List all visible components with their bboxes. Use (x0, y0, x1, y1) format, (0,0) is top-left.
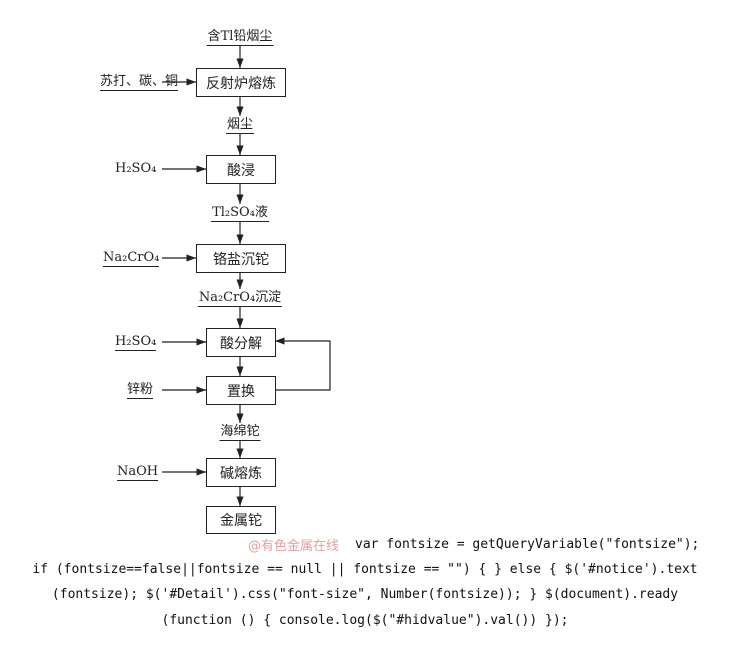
step-acid-decomposition: 酸分解 (206, 328, 276, 357)
intermediate-precipitate: Na₂CrO₄沉淀 (197, 290, 283, 307)
code-line-1: var fontsize = getQueryVariable("fontsiz… (355, 537, 700, 552)
code-line-4: (function () { console.log($("#hidvalue"… (161, 613, 569, 628)
reagent-naoh: NaOH (117, 464, 159, 481)
reagent-h2so4-2: H₂SO₄ (115, 334, 157, 351)
reagent-h2so4: H₂SO₄ (115, 161, 157, 176)
intermediate-dust: 烟尘 (225, 117, 255, 134)
step-reverberatory-smelting: 反射炉熔炼 (196, 68, 286, 97)
watermark: @有色金属在线 (248, 539, 340, 554)
step-alkali-smelting: 碱熔炼 (206, 458, 276, 487)
step-metal-tl: 金属铊 (206, 506, 276, 534)
code-line-3: (fontsize); $('#Detail').css("font-size"… (51, 587, 679, 602)
step-displacement: 置换 (206, 376, 276, 405)
code-line-2: if (fontsize==false||fontsize == null ||… (32, 562, 698, 577)
reagent-zinc-powder: 锌粉 (127, 382, 154, 399)
reagent-na2cro4: Na₂CrO₄ (103, 250, 160, 267)
step-acid-leach: 酸浸 (206, 155, 276, 184)
intermediate-tl2so4: Tl₂SO₄液 (211, 205, 269, 222)
input-label: 含Tl铅烟尘 (206, 29, 274, 46)
step-chromate-precipitation: 铬盐沉铊 (196, 244, 286, 273)
intermediate-sponge-tl: 海绵铊 (219, 424, 261, 441)
reagent-soda-carbon-copper: 苏打、碳、铜 (100, 74, 179, 91)
